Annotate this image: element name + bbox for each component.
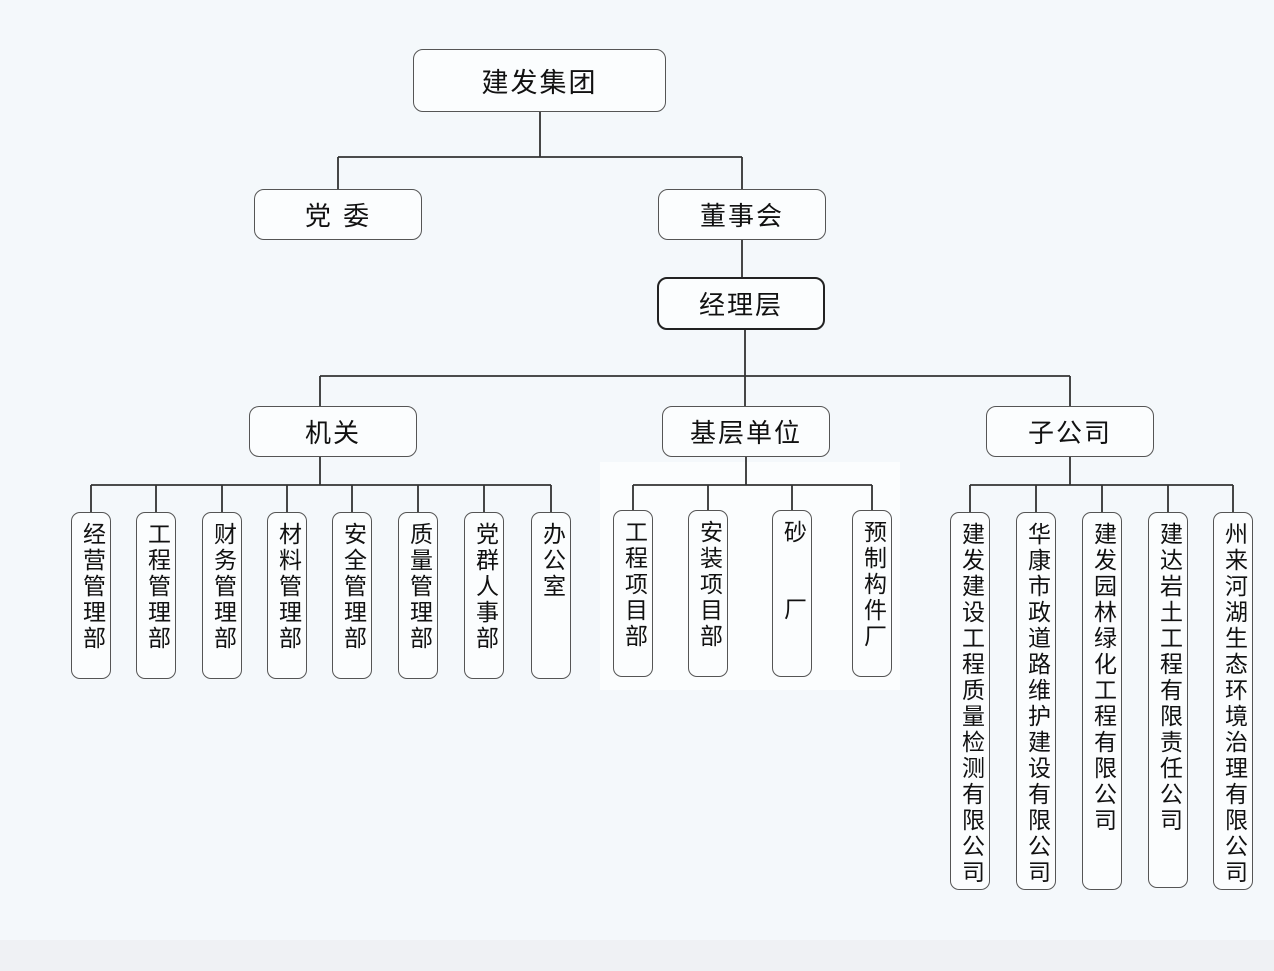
node-d0-child-0: 经营管理部: [71, 512, 111, 679]
node-d0-child-7-label: 办公室: [538, 522, 565, 600]
node-d0-child-1: 工程管理部: [136, 512, 176, 679]
node-board-label: 董事会: [699, 202, 784, 232]
node-d0-child-4-label: 安全管理部: [339, 522, 366, 652]
node-d0-child-3-label: 材料管理部: [274, 522, 301, 652]
node-division-2: 子公司: [986, 406, 1154, 457]
node-root-label: 建发集团: [481, 68, 598, 99]
node-d0-child-6-label: 党群人事部: [471, 522, 498, 652]
node-division-2-label: 子公司: [1027, 419, 1112, 449]
node-division-0-label: 机关: [304, 419, 361, 449]
node-d2-child-0: 建发建设工程质量检测有限公司: [950, 512, 990, 890]
node-d2-child-3: 建达岩土工程有限责任公司: [1148, 512, 1188, 888]
node-d2-child-0-label: 建发建设工程质量检测有限公司: [957, 522, 984, 886]
node-d0-child-5: 质量管理部: [398, 512, 438, 679]
node-d1-child-3-label: 预制构件厂: [859, 520, 886, 650]
node-party-committee: 党 委: [254, 189, 422, 240]
node-d0-child-5-label: 质量管理部: [405, 522, 432, 652]
node-d2-child-2-label: 建发园林绿化工程有限公司: [1089, 522, 1116, 834]
node-d0-child-2-label: 财务管理部: [209, 522, 236, 652]
node-root: 建发集团: [413, 49, 666, 112]
node-d0-child-4: 安全管理部: [332, 512, 372, 679]
node-d0-child-1-label: 工程管理部: [143, 522, 170, 652]
node-d0-child-2: 财务管理部: [202, 512, 242, 679]
node-d1-child-0-label: 工程项目部: [620, 520, 647, 650]
node-d1-child-1-label: 安装项目部: [695, 520, 722, 650]
node-d0-child-6: 党群人事部: [464, 512, 504, 679]
node-division-1-label: 基层单位: [689, 419, 802, 449]
node-party-committee-label: 党 委: [304, 202, 372, 232]
node-d1-child-1: 安装项目部: [688, 510, 728, 677]
node-d0-child-0-label: 经营管理部: [78, 522, 105, 652]
background-bottom-strip: [0, 940, 1274, 971]
node-d2-child-1-label: 华康市政道路维护建设有限公司: [1023, 522, 1050, 886]
node-d0-child-3: 材料管理部: [267, 512, 307, 679]
node-d1-child-2: 砂 厂: [772, 510, 812, 677]
node-d0-child-7: 办公室: [531, 512, 571, 679]
node-division-0: 机关: [249, 406, 417, 457]
node-division-1: 基层单位: [662, 406, 830, 457]
node-d1-child-2-label: 砂 厂: [779, 520, 806, 623]
node-management-label: 经理层: [698, 291, 783, 321]
node-management: 经理层: [657, 277, 825, 330]
node-board: 董事会: [658, 189, 826, 240]
node-d2-child-4-label: 州来河湖生态环境治理有限公司: [1220, 522, 1247, 886]
node-d1-child-0: 工程项目部: [613, 510, 653, 677]
node-d2-child-4: 州来河湖生态环境治理有限公司: [1213, 512, 1253, 890]
node-d2-child-1: 华康市政道路维护建设有限公司: [1016, 512, 1056, 890]
node-d2-child-2: 建发园林绿化工程有限公司: [1082, 512, 1122, 890]
node-d2-child-3-label: 建达岩土工程有限责任公司: [1155, 522, 1182, 834]
node-d1-child-3: 预制构件厂: [852, 510, 892, 677]
